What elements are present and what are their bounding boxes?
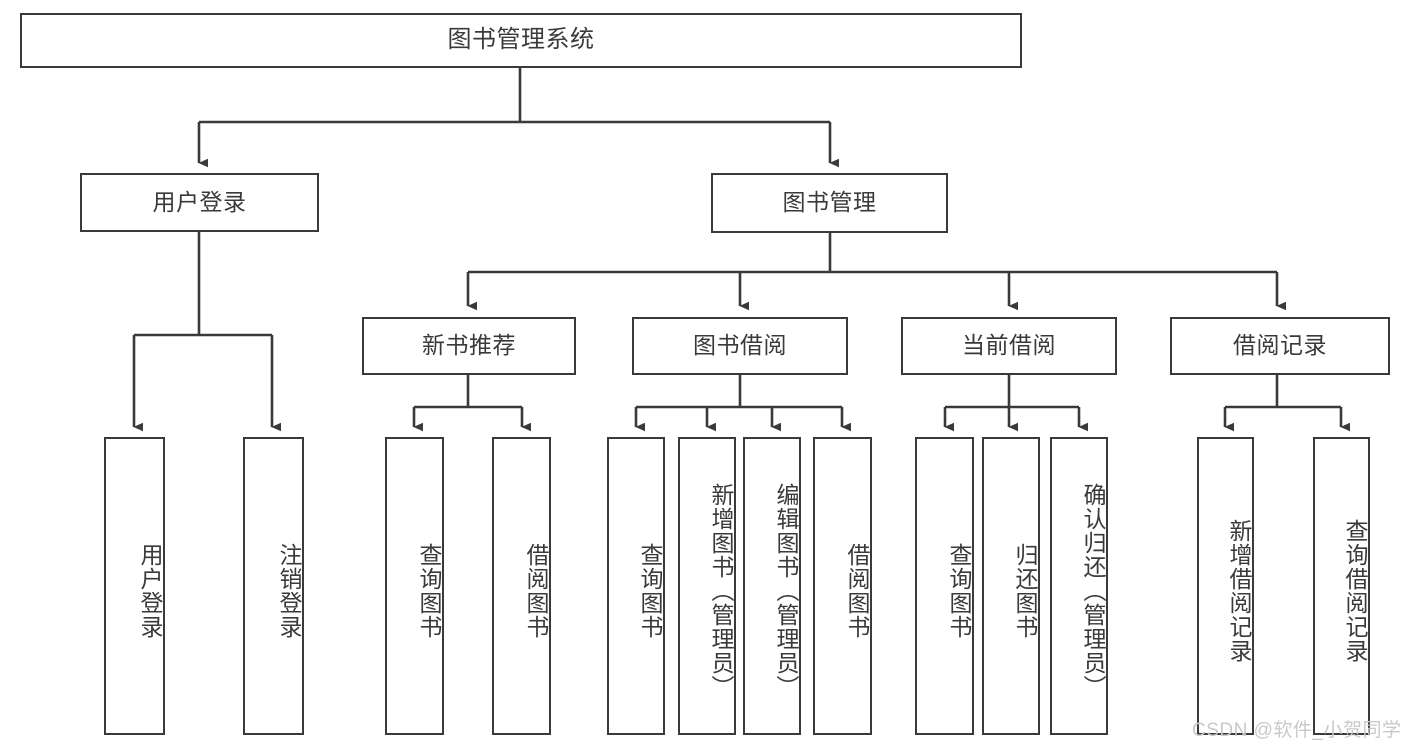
leaf-add-record[interactable]: 新增借阅记录 [1197,437,1254,735]
node-label: 归还图书 [1012,543,1038,639]
node-label: 图书管理系统 [447,26,595,54]
node-label: 用户登录 [152,188,247,215]
node-label: 图书管理 [782,189,877,216]
leaf-return-book[interactable]: 归还图书 [982,437,1040,735]
node-book-borrow[interactable]: 图书借阅 [632,317,848,375]
leaf-confirm-return[interactable]: 确认归还（管理员） [1050,437,1108,735]
leaf-query-book-1[interactable]: 查询图书 [385,437,444,735]
leaf-query-book-2[interactable]: 查询图书 [607,437,665,735]
leaf-edit-book[interactable]: 编辑图书（管理员） [743,437,801,735]
node-label: 当前借阅 [962,332,1056,359]
node-label: 新书推荐 [422,332,516,359]
node-label: 注销登录 [276,543,302,639]
leaf-user-login[interactable]: 用户登录 [104,437,165,735]
node-label: 确认归还（管理员） [1080,483,1106,699]
node-label: 借阅图书 [523,543,549,639]
node-label: 图书借阅 [693,332,787,359]
node-user-login[interactable]: 用户登录 [80,173,319,232]
node-label: 借阅图书 [844,543,870,639]
node-book-manage[interactable]: 图书管理 [711,173,948,233]
node-label: 查询借阅记录 [1342,519,1368,663]
node-label: 用户登录 [137,543,163,639]
leaf-borrow-book-1[interactable]: 借阅图书 [492,437,551,735]
node-current-borrow[interactable]: 当前借阅 [901,317,1117,375]
leaf-query-book-3[interactable]: 查询图书 [915,437,974,735]
node-label: 查询图书 [946,543,972,639]
node-label: 新增图书（管理员） [708,483,734,699]
node-new-book-recommend[interactable]: 新书推荐 [362,317,576,375]
node-label: 编辑图书（管理员） [773,483,799,699]
leaf-query-record[interactable]: 查询借阅记录 [1313,437,1370,735]
leaf-logout-login[interactable]: 注销登录 [243,437,304,735]
node-label: 借阅记录 [1233,332,1327,359]
node-borrow-record[interactable]: 借阅记录 [1170,317,1390,375]
leaf-add-book[interactable]: 新增图书（管理员） [678,437,736,735]
leaf-borrow-book-2[interactable]: 借阅图书 [813,437,872,735]
node-label: 查询图书 [637,543,663,639]
node-root-book-management-system[interactable]: 图书管理系统 [20,13,1022,68]
node-label: 查询图书 [416,543,442,639]
node-label: 新增借阅记录 [1226,519,1252,663]
